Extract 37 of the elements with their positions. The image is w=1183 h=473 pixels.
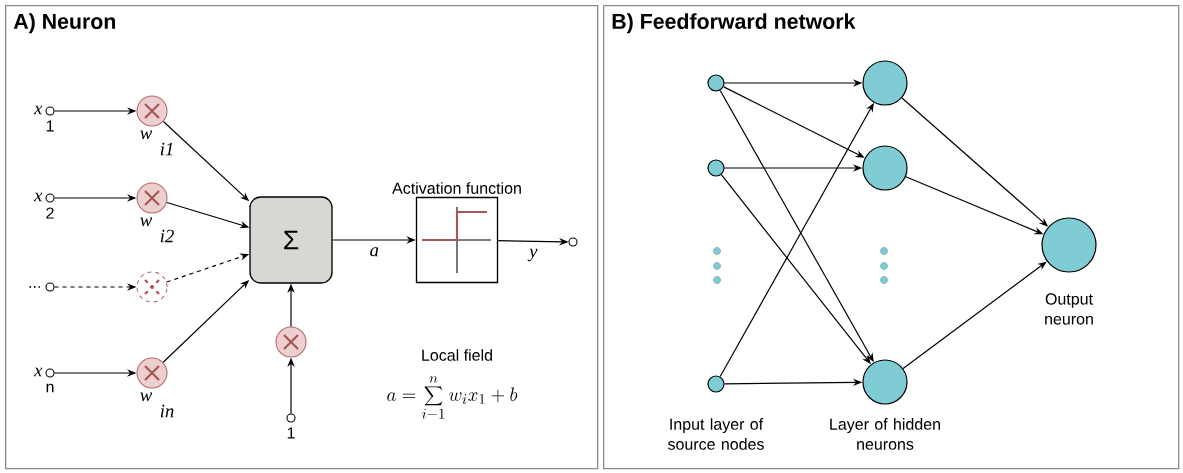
subscript-label: i2 (160, 229, 174, 243)
subscript-label: 2 (46, 207, 54, 219)
edge-label: a (370, 247, 379, 257)
multiplier-circle (136, 95, 168, 127)
variable-label: x (33, 367, 43, 377)
node-label: Activation function (392, 182, 521, 194)
variable-label: x (33, 105, 43, 115)
activation-function-box: Activation function (392, 182, 521, 284)
ellipsis-label: ... (29, 286, 40, 288)
subscript-label: 1 (46, 120, 54, 132)
arrow (902, 261, 1047, 370)
weight-label: w (140, 392, 153, 402)
edge-label: y (527, 248, 538, 262)
formula: $a = \sum_{i-1}^{n} w_i x_1 + b$ (387, 376, 518, 419)
caption-text: Input layer of source nodes (667, 418, 764, 450)
caption-text: Local field (422, 349, 492, 361)
neuron-circle (862, 145, 908, 191)
multiplier-circle (136, 182, 168, 214)
subscript-label: i1 (160, 142, 173, 156)
neuron-circle (862, 359, 908, 405)
neuron-circle (1041, 217, 1097, 273)
subscript-label: n (46, 383, 54, 393)
neuron-circle (707, 375, 725, 393)
summation-box: Σ (249, 196, 333, 284)
neuron-circle (707, 74, 725, 92)
weight-label: w (140, 217, 153, 227)
bias-label: 1 (287, 427, 295, 439)
node-caption: Output neuron (1045, 293, 1093, 325)
caption-text: Layer of hidden neurons (830, 418, 940, 450)
multiplier-circle (136, 357, 168, 389)
neuron-circle (707, 159, 725, 177)
neuron-circle (862, 60, 908, 106)
subscript-label: in (160, 404, 174, 418)
weight-label: w (140, 130, 153, 140)
variable-label: x (33, 192, 43, 202)
multiplier-circle (136, 271, 168, 303)
multiplier-circle (275, 326, 307, 358)
